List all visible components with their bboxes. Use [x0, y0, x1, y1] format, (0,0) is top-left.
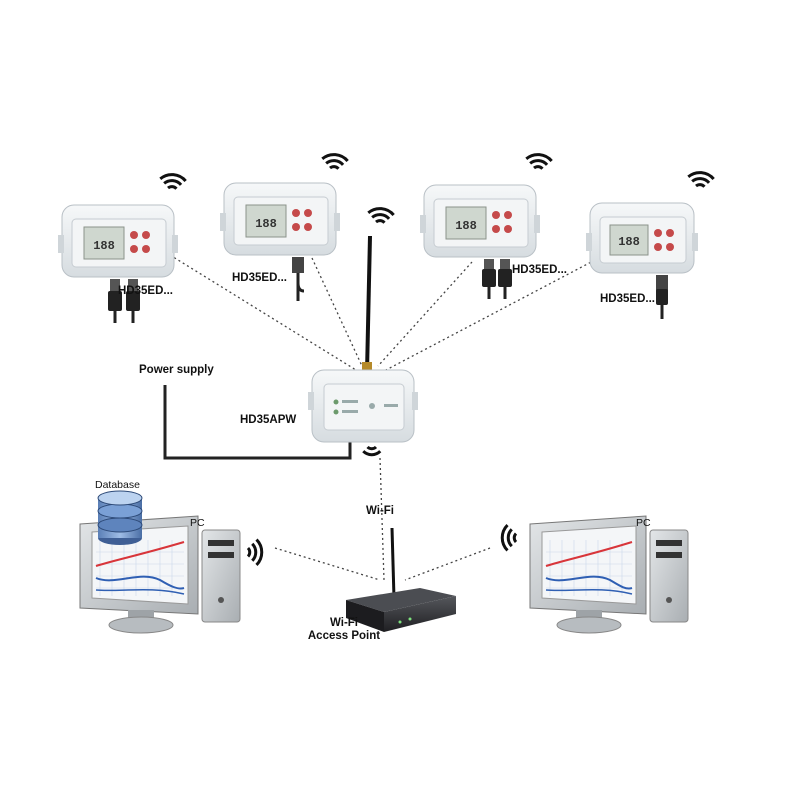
wireless-signal-icon: [500, 523, 518, 552]
wireless-signal-icon: [367, 207, 395, 224]
pc-left-label: PC: [190, 517, 205, 529]
wireless-signal-icon: [687, 171, 715, 188]
power-supply-label: Power supply: [139, 364, 214, 376]
gateway-device: [308, 235, 418, 443]
logger-links: [169, 254, 596, 371]
access-point-label-line1: Wi-Fi: [330, 617, 358, 629]
svg-text:188: 188: [455, 219, 477, 233]
wireless-signal-icon: [159, 173, 187, 190]
database-icon: [97, 490, 143, 545]
logger-label-3: HD35ED...: [512, 264, 567, 276]
power-cable: [163, 385, 352, 460]
wifi-label: Wi-Fi: [366, 505, 394, 517]
pc-links: [274, 457, 491, 581]
logger-label-4: HD35ED...: [600, 293, 655, 305]
logger-device-1: 188: [58, 204, 178, 323]
wireless-signal-icon: [362, 445, 382, 457]
logger-device-3: 188: [420, 184, 540, 299]
wireless-signal-icon: [321, 153, 349, 170]
svg-text:188: 188: [93, 239, 115, 253]
access-point-label-line2: Access Point: [307, 630, 381, 643]
logger-label-1: HD35ED...: [118, 285, 173, 297]
database-label: Database: [95, 479, 140, 491]
pc-right-label: PC: [636, 517, 651, 529]
svg-text:188: 188: [255, 217, 277, 231]
svg-text:188: 188: [618, 235, 640, 249]
wifi-router: [346, 527, 456, 632]
wireless-signal-icon: [525, 153, 553, 170]
wireless-signal-icon: [246, 538, 264, 567]
logger-label-2: HD35ED...: [232, 272, 287, 284]
logger-device-2: 188: [220, 182, 340, 301]
access-point-label: Wi-Fi Access Point: [298, 617, 390, 643]
gateway-label: HD35APW: [240, 414, 297, 426]
pc-right: [529, 515, 689, 634]
logger-device-4: 188: [586, 202, 698, 319]
